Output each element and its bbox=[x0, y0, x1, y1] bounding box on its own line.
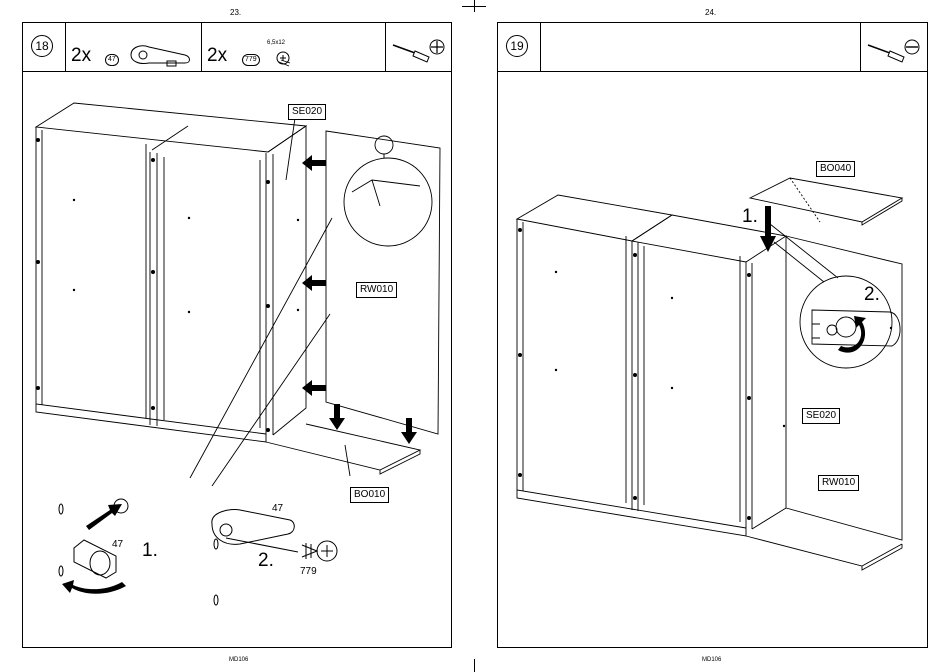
right-footer-code: MD106 bbox=[702, 657, 721, 663]
sub-step-1: 1. bbox=[742, 206, 758, 228]
panel-label-rw010: RW010 bbox=[818, 475, 859, 491]
sub-step-2: 2. bbox=[864, 284, 880, 306]
panel-label-bo040: BO040 bbox=[816, 161, 855, 177]
panel-label-se020: SE020 bbox=[802, 408, 840, 424]
